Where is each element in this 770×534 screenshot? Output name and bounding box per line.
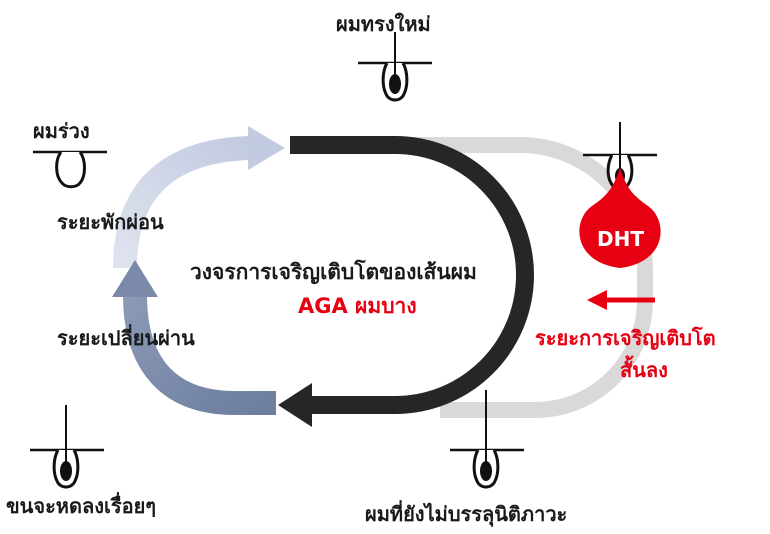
new-hair-follicle-icon <box>358 32 432 102</box>
immature-label: ผมที่ยังไม่บรรลุนิติภาวะ <box>365 502 568 526</box>
thinning-follicle-icon <box>30 405 104 489</box>
transition-phase-arrowhead <box>112 260 158 297</box>
immature-follicle-icon <box>450 390 524 489</box>
resting-phase-arrowhead <box>248 126 285 170</box>
empty-follicle-icon <box>33 150 107 189</box>
aga-label: AGA ผมบาง <box>298 294 417 318</box>
dht-drop-icon <box>579 168 661 268</box>
transition-phase-label: ระยะเปลี่ยนผ่าน <box>57 326 195 350</box>
dht-label: DHT <box>597 227 644 251</box>
growth-shortened-label-line1: ระยะการเจริญเติบโต <box>535 326 716 350</box>
shortening-arrowhead <box>587 290 607 310</box>
growth-shortened-label-line2: สั้นลง <box>620 358 668 382</box>
resting-phase-arrow <box>113 136 251 269</box>
shedding-label: ผมร่วง <box>33 119 90 143</box>
new-hair-label: ผมทรงใหม่ <box>336 12 431 36</box>
growth-phase-arrowhead <box>278 383 312 427</box>
aga-shortened-cycle-arc <box>290 137 653 418</box>
cycle-title: วงจรการเจริญเติบโตของเส้นผม <box>190 260 477 284</box>
resting-phase-label: ระยะพักผ่อน <box>57 210 164 234</box>
growth-phase-arc <box>290 136 535 414</box>
thinning-label: ขนจะหดลงเรื่อยๆ <box>6 494 157 518</box>
transition-phase-arrow <box>123 294 276 415</box>
